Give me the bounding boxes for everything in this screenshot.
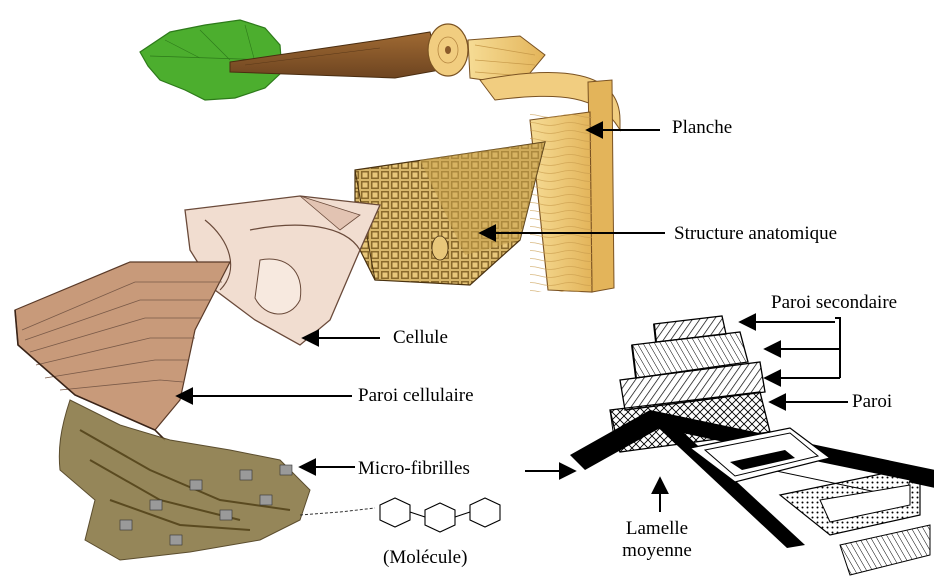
label-paroi-secondaire: Paroi secondaire xyxy=(771,293,897,312)
label-moyenne: moyenne xyxy=(612,541,702,560)
anatomy-block-illustration xyxy=(355,142,545,285)
label-paroi-cellulaire: Paroi cellulaire xyxy=(358,386,474,405)
tree-illustration xyxy=(140,20,545,100)
cell-wall-illustration xyxy=(15,262,230,440)
label-cellule: Cellule xyxy=(393,328,448,347)
label-paroi: Paroi xyxy=(852,392,892,411)
label-lamelle: Lamelle xyxy=(612,519,702,538)
label-planche: Planche xyxy=(672,118,732,137)
microfibril-illustration xyxy=(59,400,500,560)
label-molecule: (Molécule) xyxy=(383,548,467,567)
label-structure-anatomique: Structure anatomique xyxy=(674,224,837,243)
label-micro-fibrilles: Micro-fibrilles xyxy=(358,459,470,478)
